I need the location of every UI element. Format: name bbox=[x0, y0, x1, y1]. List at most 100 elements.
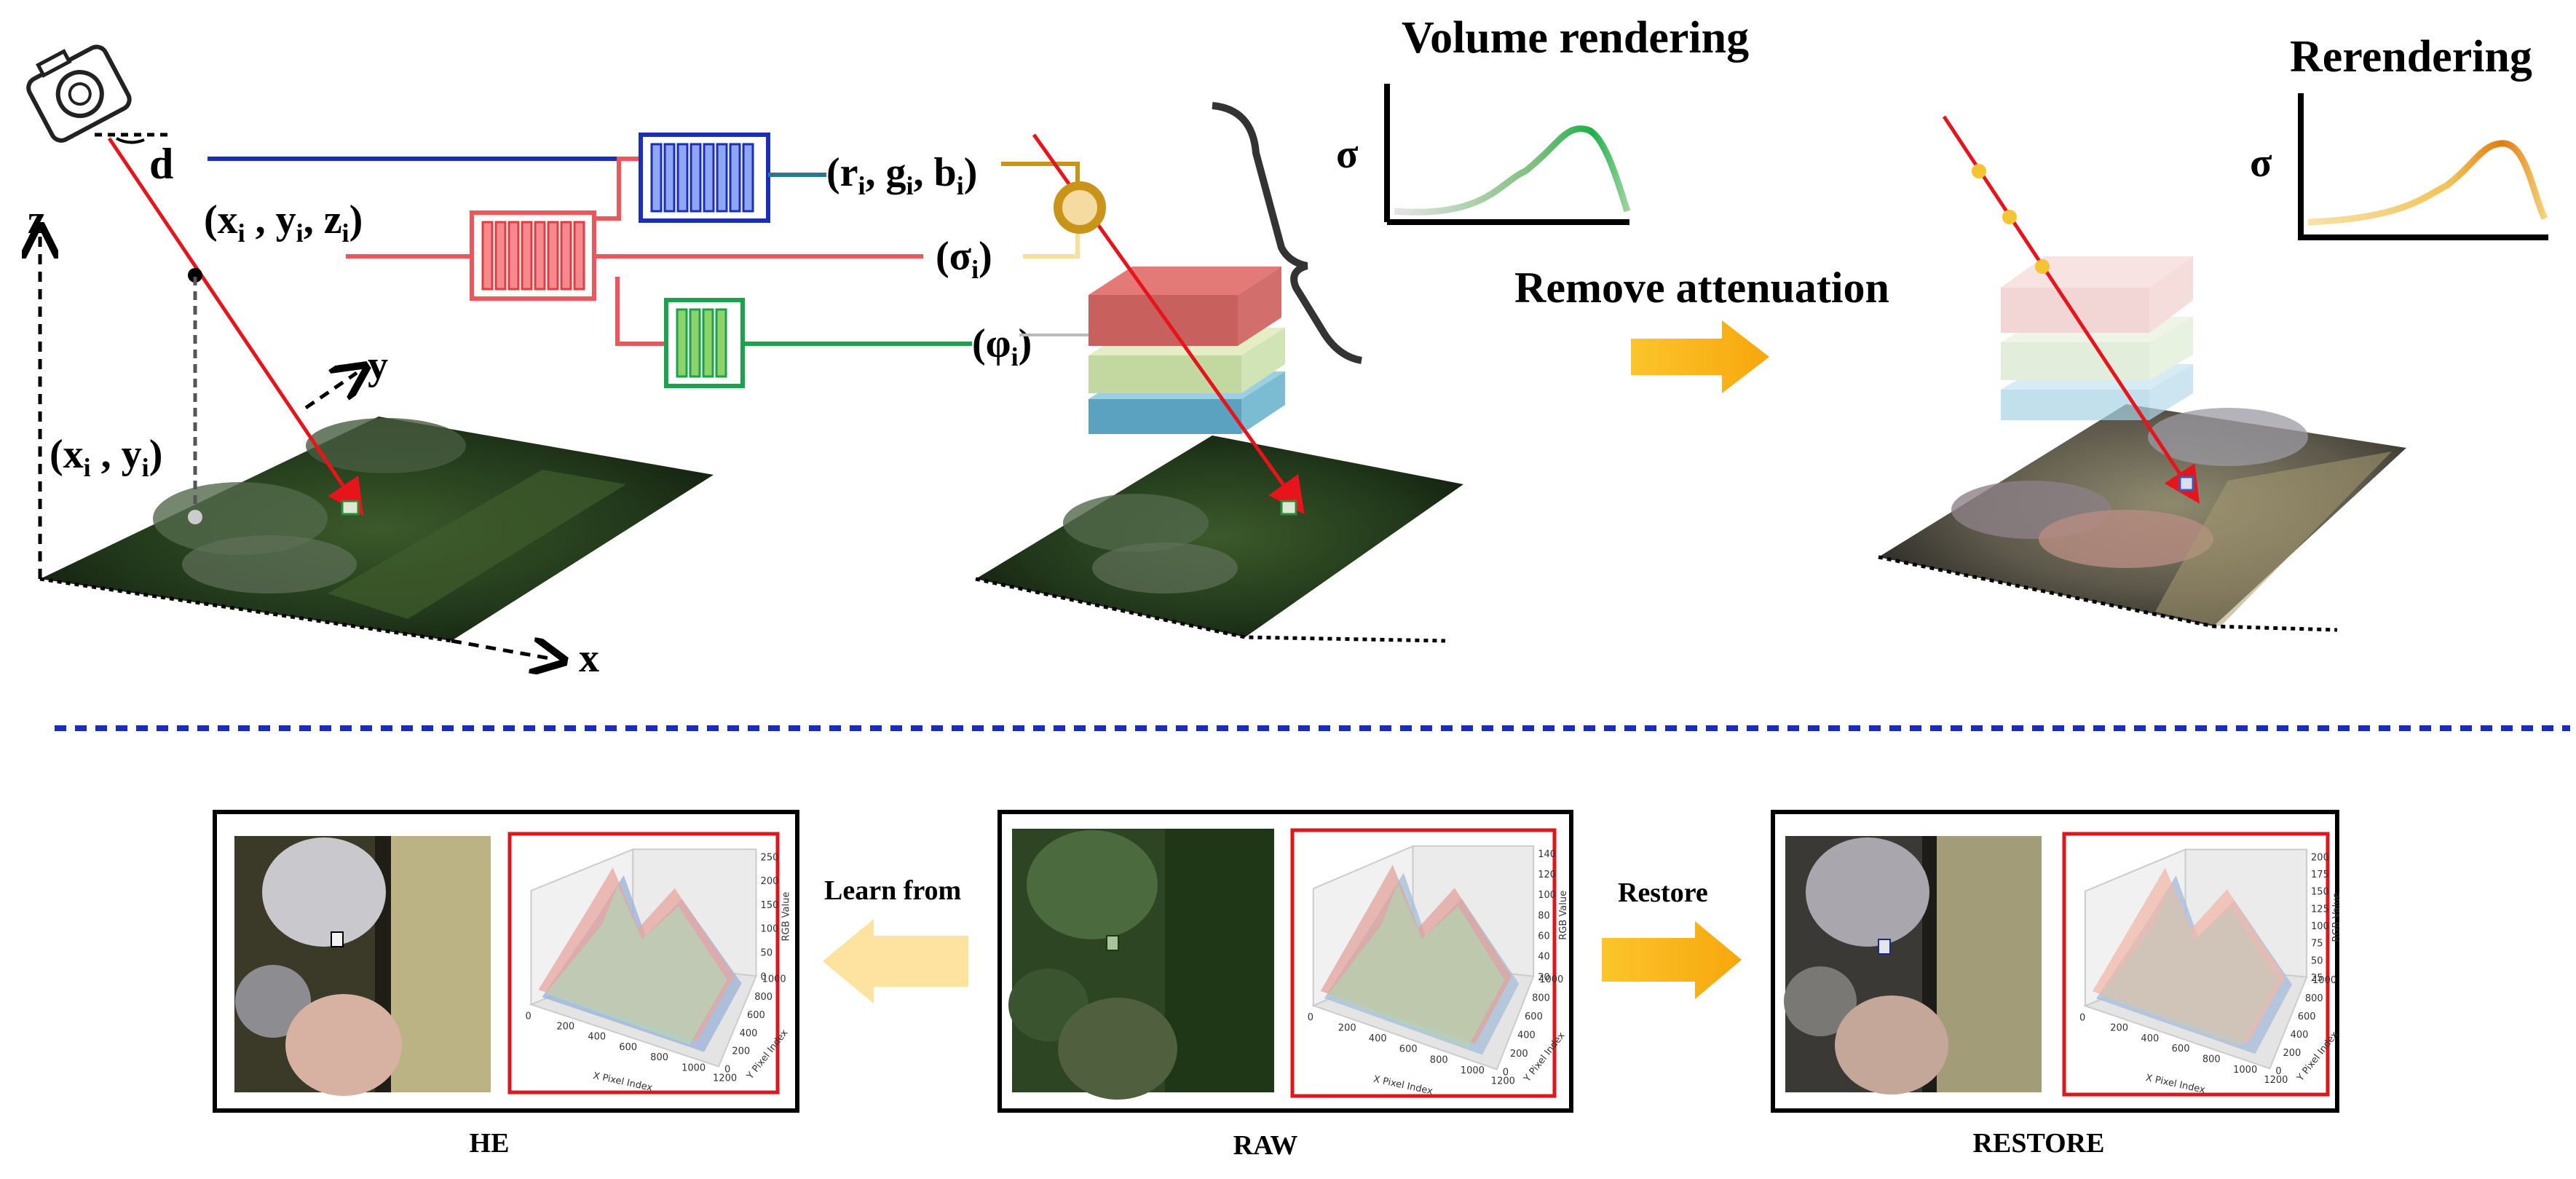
rerender-sigma-label: σ bbox=[2250, 141, 2272, 186]
plot-z-tick: 200 bbox=[2311, 852, 2329, 863]
plot-z-tick: 125 bbox=[2311, 904, 2329, 915]
plot-x-tick: 1200 bbox=[713, 1073, 737, 1084]
rerender-slab-stack bbox=[2001, 256, 2193, 420]
sand-strip-left bbox=[328, 470, 626, 619]
plot-z-tick: 40 bbox=[1538, 952, 1550, 963]
plot-y-tick: 0 bbox=[2275, 1066, 2281, 1077]
plot-x-tick: 1000 bbox=[681, 1062, 706, 1073]
plot-z-tick: 50 bbox=[761, 947, 773, 958]
restore-arrow bbox=[1602, 921, 1742, 999]
plot-y-tick: 600 bbox=[747, 1010, 765, 1021]
plot-x-tick: 400 bbox=[588, 1032, 606, 1043]
plot-x-tick: 600 bbox=[1399, 1044, 1418, 1055]
plot-y-tick: 0 bbox=[724, 1065, 730, 1076]
ray-sample-2 bbox=[2002, 210, 2017, 224]
ray-hit-marker-left bbox=[341, 500, 360, 516]
left-scene-panel: z x y d (xi , yi, zi) (xi , yi) bbox=[20, 44, 714, 681]
plot-z-tick: 100 bbox=[1538, 890, 1556, 901]
surface-green bbox=[2099, 886, 2278, 1047]
scene-plane-middle bbox=[976, 435, 1463, 637]
plot-x-tick: 400 bbox=[1369, 1033, 1387, 1044]
plot-y-tick: 400 bbox=[1517, 1030, 1536, 1041]
remove-attenuation-label: Remove attenuation bbox=[1514, 264, 1889, 312]
camera-icon bbox=[26, 44, 132, 143]
plot-x-tick: 1200 bbox=[1491, 1076, 1515, 1087]
plot-x-tick: 200 bbox=[2110, 1023, 2128, 1034]
ray-sample-1 bbox=[1972, 164, 1986, 178]
point-3d-label: (xi , yi, zi) bbox=[204, 197, 363, 248]
restore-arrow-label: Restore bbox=[1618, 878, 1708, 908]
plot-x-tick: 600 bbox=[2172, 1044, 2190, 1054]
right-scene-panel: Rerendering σ bbox=[1878, 32, 2548, 632]
phi-mlp-block bbox=[664, 298, 745, 388]
surface-green bbox=[1327, 883, 1505, 1048]
plot-z-title: RGB Value bbox=[2331, 893, 2342, 942]
plot-z-tick: 20 bbox=[1538, 972, 1550, 983]
rerendering-title: Rerendering bbox=[2290, 32, 2532, 82]
he-caption: HE bbox=[470, 1128, 510, 1159]
camera-ray-right bbox=[1942, 115, 2200, 504]
projection-point bbox=[188, 510, 202, 524]
plot-z-title: RGB Value bbox=[781, 892, 792, 942]
rgb-mlp-block bbox=[639, 133, 770, 223]
plot-x-tick: 800 bbox=[650, 1052, 668, 1063]
network-diagram: (ri, gi, bi) (σi) (φi) bbox=[208, 133, 1092, 388]
plot-z-tick: 150 bbox=[761, 900, 779, 911]
plot-y-tick: 600 bbox=[1525, 1012, 1543, 1022]
plot-z-tick: 0 bbox=[761, 971, 767, 982]
plot-z-tick: 120 bbox=[1538, 870, 1556, 880]
point-2d-label: (xi , yi) bbox=[50, 432, 162, 482]
axis-x-label: x bbox=[579, 636, 599, 681]
ray-sample-3 bbox=[2035, 259, 2050, 274]
plot-x-tick: 0 bbox=[525, 1011, 531, 1022]
raw-caption: RAW bbox=[1233, 1130, 1298, 1161]
plot-x-tick: 400 bbox=[2141, 1033, 2159, 1044]
plot-y-tick: 800 bbox=[2305, 993, 2323, 1004]
sigma-output-label: (σi) bbox=[936, 234, 992, 284]
plot-x-tick: 1000 bbox=[2233, 1065, 2257, 1076]
raw-image bbox=[1008, 829, 1274, 1100]
view-direction-arc bbox=[116, 137, 145, 144]
rerender-density-plot: σ bbox=[2250, 93, 2548, 240]
volume-sigma-label: σ bbox=[1336, 132, 1359, 177]
plot-y-tick: 1000 bbox=[1539, 974, 1563, 985]
volume-rendering-title: Volume rendering bbox=[1402, 13, 1749, 63]
axis-x bbox=[451, 641, 553, 659]
remove-attenuation-arrow bbox=[1631, 320, 1769, 393]
rgb-output-label: (ri, gi, bi) bbox=[826, 150, 977, 200]
plot-y-tick: 200 bbox=[2283, 1048, 2301, 1059]
plot-z-tick: 250 bbox=[761, 852, 779, 863]
plot-z-tick: 100 bbox=[2311, 921, 2329, 932]
plot-x-tick: 200 bbox=[556, 1022, 574, 1033]
axis-z-label: z bbox=[28, 197, 46, 242]
plot-z-tick: 60 bbox=[1538, 931, 1550, 942]
middle-scene-panel: Volume rendering σ Remove attenuation bbox=[975, 13, 1889, 643]
plot-x-tick: 800 bbox=[1430, 1054, 1448, 1065]
plot-y-tick: 400 bbox=[2291, 1030, 2309, 1041]
plot-x-tick: 200 bbox=[1338, 1023, 1356, 1034]
plot-y-tick: 0 bbox=[1503, 1068, 1509, 1079]
compositing-node bbox=[1054, 181, 1106, 234]
plot-x-tick: 0 bbox=[2079, 1012, 2085, 1023]
density-mlp-block bbox=[470, 210, 596, 301]
plot-y-tick: 1000 bbox=[762, 974, 786, 985]
plot-y-tick: 200 bbox=[732, 1046, 750, 1057]
plot-z-tick: 25 bbox=[2311, 973, 2323, 984]
plot-z-tick: 175 bbox=[2311, 870, 2329, 880]
camera-ray-left bbox=[107, 137, 364, 516]
plot-z-tick: 100 bbox=[761, 924, 779, 935]
plot-z-title: RGB Value bbox=[1558, 891, 1569, 940]
restore-image bbox=[1784, 836, 2042, 1095]
phi-output-label: (φi) bbox=[972, 321, 1032, 371]
direction-label: d bbox=[149, 140, 173, 188]
axis-y bbox=[304, 373, 357, 410]
axis-y-label: y bbox=[368, 343, 388, 388]
plot-z-tick: 80 bbox=[1538, 910, 1550, 921]
plot-x-tick: 0 bbox=[1308, 1012, 1313, 1023]
